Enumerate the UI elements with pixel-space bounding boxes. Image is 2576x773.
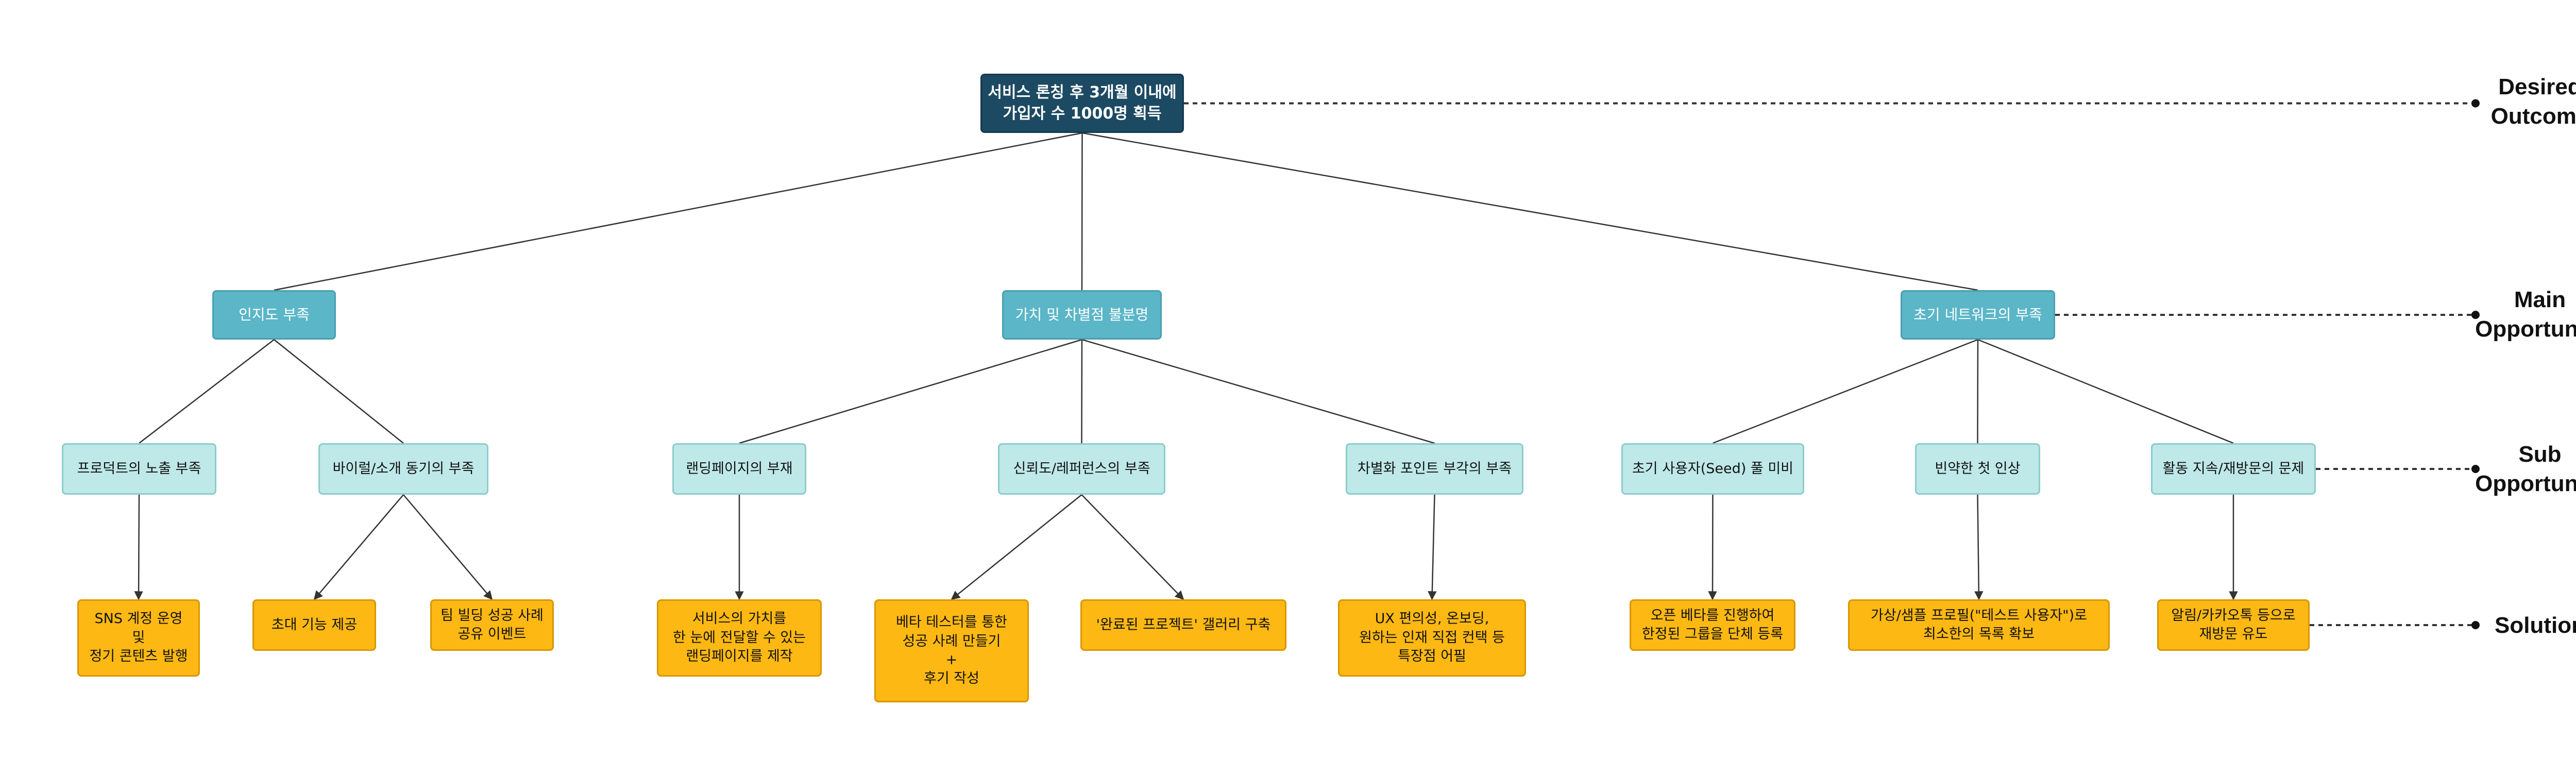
sub-opportunity-seed-users[interactable]: 초기 사용자(Seed) 풀 미비 xyxy=(1621,443,1804,495)
level-label-main-opportunity: Main Opportunity xyxy=(2475,287,2576,342)
guide-main-opportunity-dot xyxy=(2471,311,2480,319)
sub-opportunity-viral[interactable]: 바이럴/소개 동기의 부족 xyxy=(318,443,488,495)
edge-sub-opportunity-viral-to-solution-team-event xyxy=(403,494,493,600)
edge-main-opportunity-network-to-sub-opportunity-seed-users xyxy=(1713,339,1978,444)
edge-sub-opportunity-differentiation-to-solution-ux-appeal xyxy=(1428,494,1437,600)
sub-opportunity-retention[interactable]: 활동 지속/재방문의 문제 xyxy=(2151,443,2316,495)
solution-sample-profiles[interactable]: 가상/샘플 프로필("테스트 사용자")로 최소한의 목록 확보 xyxy=(1848,599,2110,651)
edge-sub-opportunity-viral-to-solution-invite xyxy=(313,494,404,600)
sub-opportunity-trust[interactable]: 신뢰도/레퍼런스의 부족 xyxy=(998,443,1165,495)
solution-sns[interactable]: SNS 계정 운영 및 정기 콘텐츠 발행 xyxy=(77,599,200,677)
solution-ux-appeal[interactable]: UX 편의성, 온보딩, 원하는 인재 직접 컨택 등 특장점 어필 xyxy=(1338,599,1526,677)
guide-desired-outcome-dot xyxy=(2471,99,2480,108)
main-opportunity-value[interactable]: 가치 및 차별점 불분명 xyxy=(1002,290,1162,340)
solution-notification[interactable]: 알림/카카오톡 등으로 재방문 유도 xyxy=(2157,599,2310,651)
desired-outcome-node[interactable]: 서비스 론칭 후 3개월 이내에 가입자 수 1000명 획득 xyxy=(980,74,1184,133)
solution-open-beta[interactable]: 오픈 베타를 진행하여 한정된 그룹을 단체 등록 xyxy=(1630,599,1795,651)
edge-desired-outcome-node-to-main-opportunity-awareness xyxy=(274,132,1082,291)
level-label-desired-outcome: Desired Outcome xyxy=(2490,74,2576,129)
edge-main-opportunity-network-to-sub-opportunity-retention xyxy=(1977,339,2234,444)
sub-opportunity-exposure[interactable]: 프로덕트의 노출 부족 xyxy=(62,443,216,495)
solution-beta-cases[interactable]: 베타 테스터를 통한 성공 사례 만들기 + 후기 작성 xyxy=(874,599,1029,702)
solution-gallery[interactable]: '완료된 프로젝트' 갤러리 구축 xyxy=(1080,599,1286,651)
solution-invite[interactable]: 초대 기능 제공 xyxy=(252,599,376,651)
solution-team-event[interactable]: 팀 빌딩 성공 사례 공유 이벤트 xyxy=(430,599,554,651)
edge-sub-opportunity-trust-to-solution-gallery xyxy=(1081,494,1184,600)
edge-main-opportunity-value-to-sub-opportunity-landing xyxy=(739,339,1082,444)
main-opportunity-network[interactable]: 초기 네트워크의 부족 xyxy=(1901,290,2055,340)
edge-main-opportunity-value-to-sub-opportunity-differentiation xyxy=(1081,339,1435,444)
sub-opportunity-differentiation[interactable]: 차별화 포인트 부각의 부족 xyxy=(1346,443,1523,495)
sub-opportunity-first-impression[interactable]: 빈약한 첫 인상 xyxy=(1915,443,2040,495)
edge-sub-opportunity-trust-to-solution-beta-cases xyxy=(951,494,1082,600)
main-opportunity-awareness[interactable]: 인지도 부족 xyxy=(212,290,336,340)
edge-main-opportunity-awareness-to-sub-opportunity-exposure xyxy=(139,339,275,444)
level-label-solution: Solution xyxy=(2495,613,2576,638)
guide-solution-dot xyxy=(2471,621,2480,629)
edge-main-opportunity-awareness-to-sub-opportunity-viral xyxy=(274,339,404,444)
guide-sub-opportunity-dot xyxy=(2471,465,2480,473)
sub-opportunity-landing[interactable]: 랜딩페이지의 부재 xyxy=(672,443,806,495)
level-label-sub-opportunity: Sub Opportunity xyxy=(2475,442,2576,497)
edge-sub-opportunity-first-impression-to-solution-sample-profiles xyxy=(1974,494,1984,600)
edge-desired-outcome-node-to-main-opportunity-network xyxy=(1082,132,1978,291)
solution-landing-page[interactable]: 서비스의 가치를 한 눈에 전달할 수 있는 랜딩페이지를 제작 xyxy=(657,599,822,677)
